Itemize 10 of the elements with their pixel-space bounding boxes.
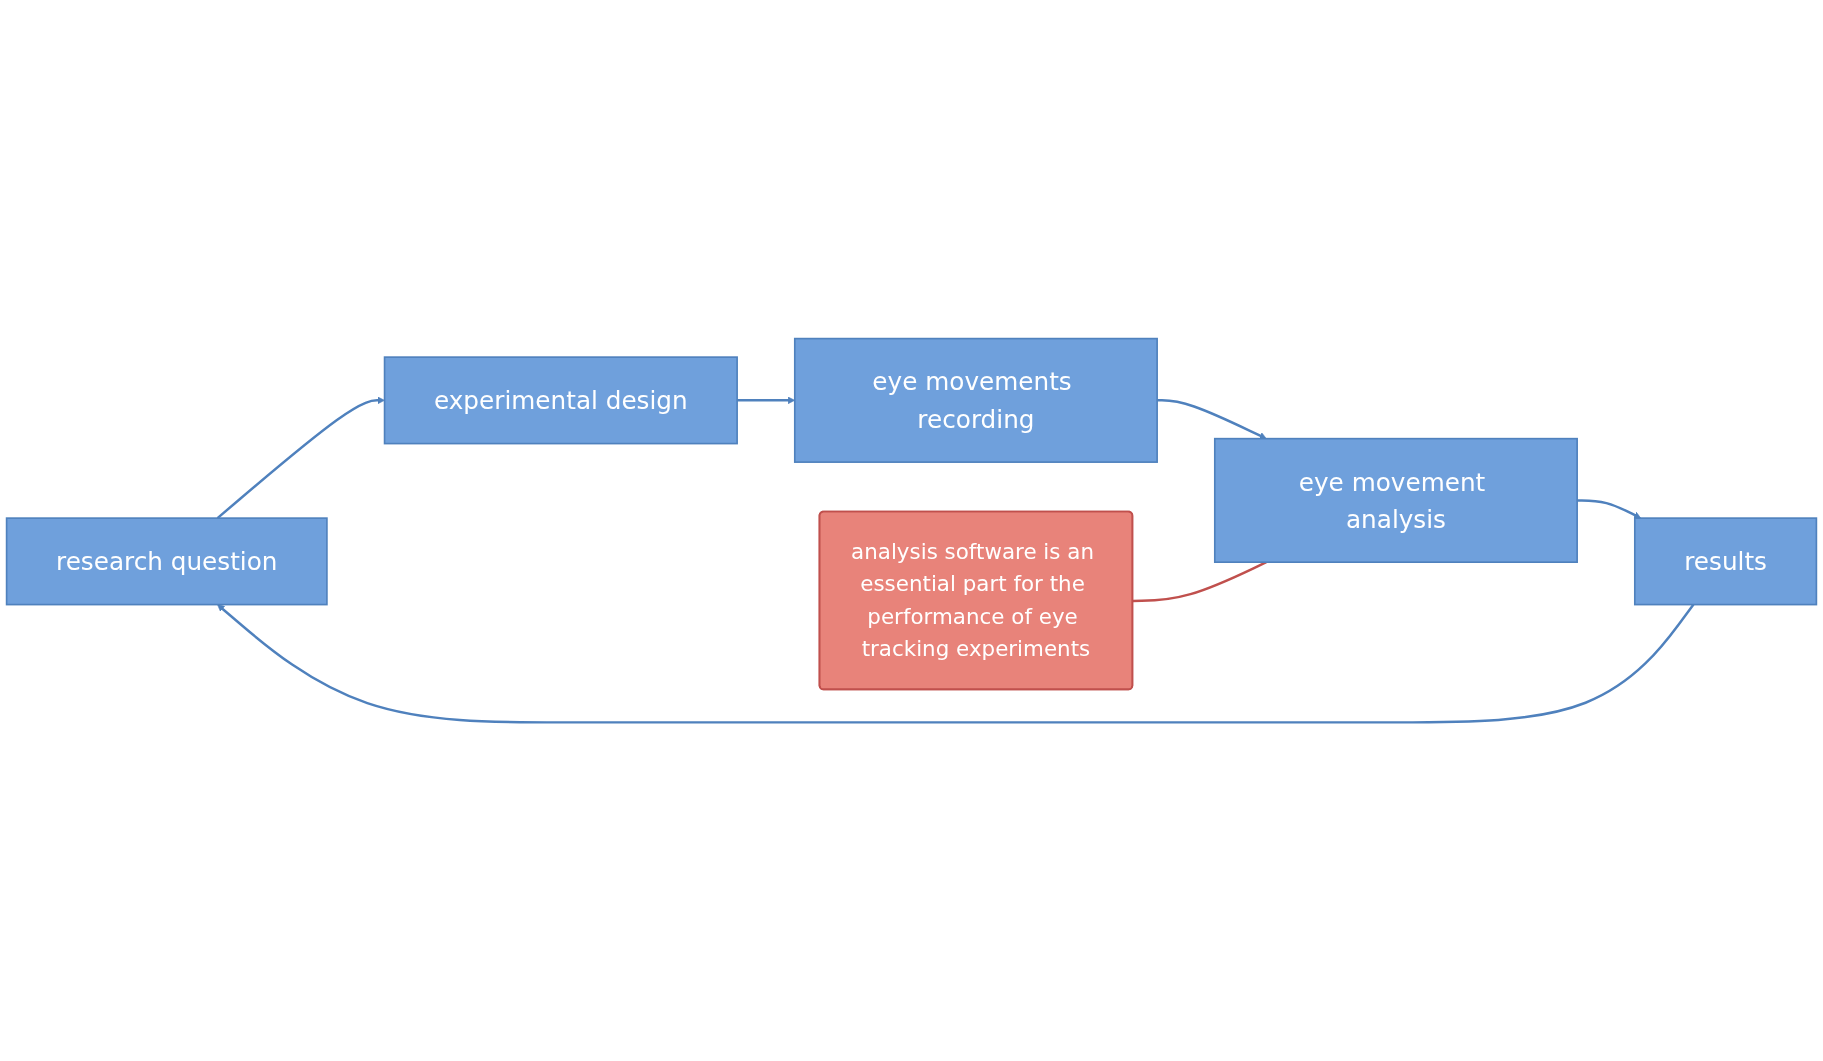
node-box: research question <box>5 517 328 606</box>
connector <box>1132 561 1267 603</box>
arrow <box>216 396 385 520</box>
node-box: eye movement analysis <box>1213 437 1578 564</box>
node-box: eye movements recording <box>793 337 1158 463</box>
arrow <box>1577 499 1642 519</box>
arrow <box>1157 399 1267 440</box>
arrow <box>217 603 1695 724</box>
node-box: experimental design <box>383 356 738 445</box>
node-box: results <box>1633 517 1818 606</box>
